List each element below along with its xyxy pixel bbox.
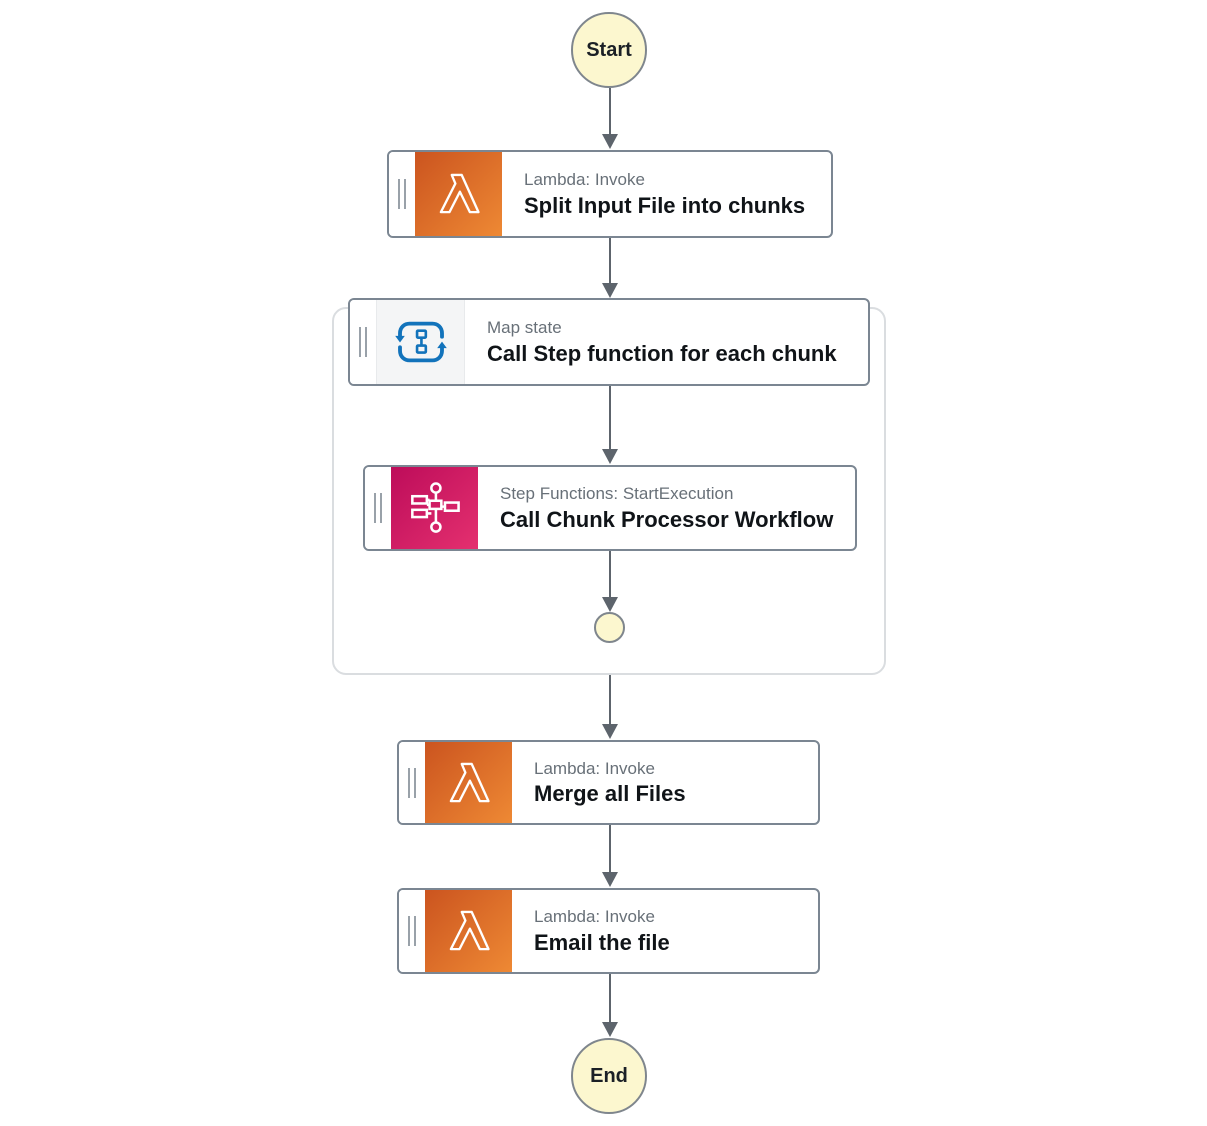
task-service-label: Lambda: Invoke xyxy=(534,758,655,778)
start-label: Start xyxy=(586,38,632,61)
edge-map-to-chunk-processor xyxy=(601,386,618,464)
drag-handle[interactable] xyxy=(365,467,391,549)
edge-arrowhead-icon xyxy=(601,597,618,612)
iterator-end-node xyxy=(594,612,625,643)
task-split-input-file[interactable]: Lambda: Invoke Split Input File into chu… xyxy=(387,150,833,238)
task-service-label: Step Functions: StartExecution xyxy=(500,484,734,504)
drag-handle[interactable] xyxy=(350,300,376,384)
edge-line xyxy=(608,386,611,449)
edge-arrowhead-icon xyxy=(601,283,618,298)
drag-handle-bar xyxy=(359,327,361,357)
edge-arrowhead-icon xyxy=(601,724,618,739)
drag-handle-bar xyxy=(408,767,410,798)
edge-line xyxy=(608,551,611,597)
task-map-state[interactable]: Map state Call Step function for each ch… xyxy=(348,298,870,386)
task-title: Call Chunk Processor Workflow xyxy=(500,506,834,532)
edge-line xyxy=(608,238,611,283)
drag-handle-bar xyxy=(408,916,410,946)
edge-arrowhead-icon xyxy=(601,134,618,149)
drag-handle-bar xyxy=(414,916,416,946)
task-text: Lambda: Invoke Merge all Files xyxy=(512,742,698,823)
lambda-icon xyxy=(425,742,512,823)
edge-arrowhead-icon xyxy=(601,449,618,464)
edge-email-to-end xyxy=(601,974,618,1037)
task-chunk-processor[interactable]: Step Functions: StartExecution Call Chun… xyxy=(363,465,857,551)
lambda-icon xyxy=(425,890,512,972)
drag-handle[interactable] xyxy=(399,890,425,972)
drag-handle-bar xyxy=(398,179,400,209)
edge-line xyxy=(608,675,611,724)
drag-handle-bar xyxy=(365,327,367,357)
task-service-label: Lambda: Invoke xyxy=(524,170,645,190)
edge-line xyxy=(608,974,611,1022)
drag-handle-bar xyxy=(404,179,406,209)
edge-split-to-map xyxy=(601,238,618,298)
end-node: End xyxy=(571,1038,647,1114)
drag-handle-bar xyxy=(380,493,382,523)
task-text: Map state Call Step function for each ch… xyxy=(465,300,849,384)
edge-merge-to-email xyxy=(601,825,618,887)
task-title: Merge all Files xyxy=(534,781,686,807)
task-title: Split Input File into chunks xyxy=(524,192,806,218)
drag-handle[interactable] xyxy=(389,152,415,236)
task-email-the-file[interactable]: Lambda: Invoke Email the file xyxy=(397,888,820,974)
step-functions-icon xyxy=(391,467,478,549)
task-text: Step Functions: StartExecution Call Chun… xyxy=(478,467,845,549)
drag-handle-bar xyxy=(374,493,376,523)
end-label: End xyxy=(590,1064,628,1087)
map-loop-icon xyxy=(376,300,465,384)
start-node: Start xyxy=(571,12,647,88)
edge-line xyxy=(608,88,611,134)
drag-handle-bar xyxy=(414,767,416,798)
edge-line xyxy=(608,825,611,872)
edge-map-container-to-merge xyxy=(601,675,618,739)
task-merge-all-files[interactable]: Lambda: Invoke Merge all Files xyxy=(397,740,820,825)
edge-arrowhead-icon xyxy=(601,1022,618,1037)
task-title: Email the file xyxy=(534,929,670,955)
task-title: Call Step function for each chunk xyxy=(487,340,837,366)
edge-start-to-split xyxy=(601,88,618,149)
lambda-icon xyxy=(415,152,502,236)
task-service-label: Lambda: Invoke xyxy=(534,907,655,927)
task-text: Lambda: Invoke Email the file xyxy=(512,890,682,972)
task-service-label: Map state xyxy=(487,318,562,338)
edge-arrowhead-icon xyxy=(601,872,618,887)
drag-handle[interactable] xyxy=(399,742,425,823)
edge-chunk-to-iterator-end xyxy=(601,551,618,612)
task-text: Lambda: Invoke Split Input File into chu… xyxy=(502,152,817,236)
